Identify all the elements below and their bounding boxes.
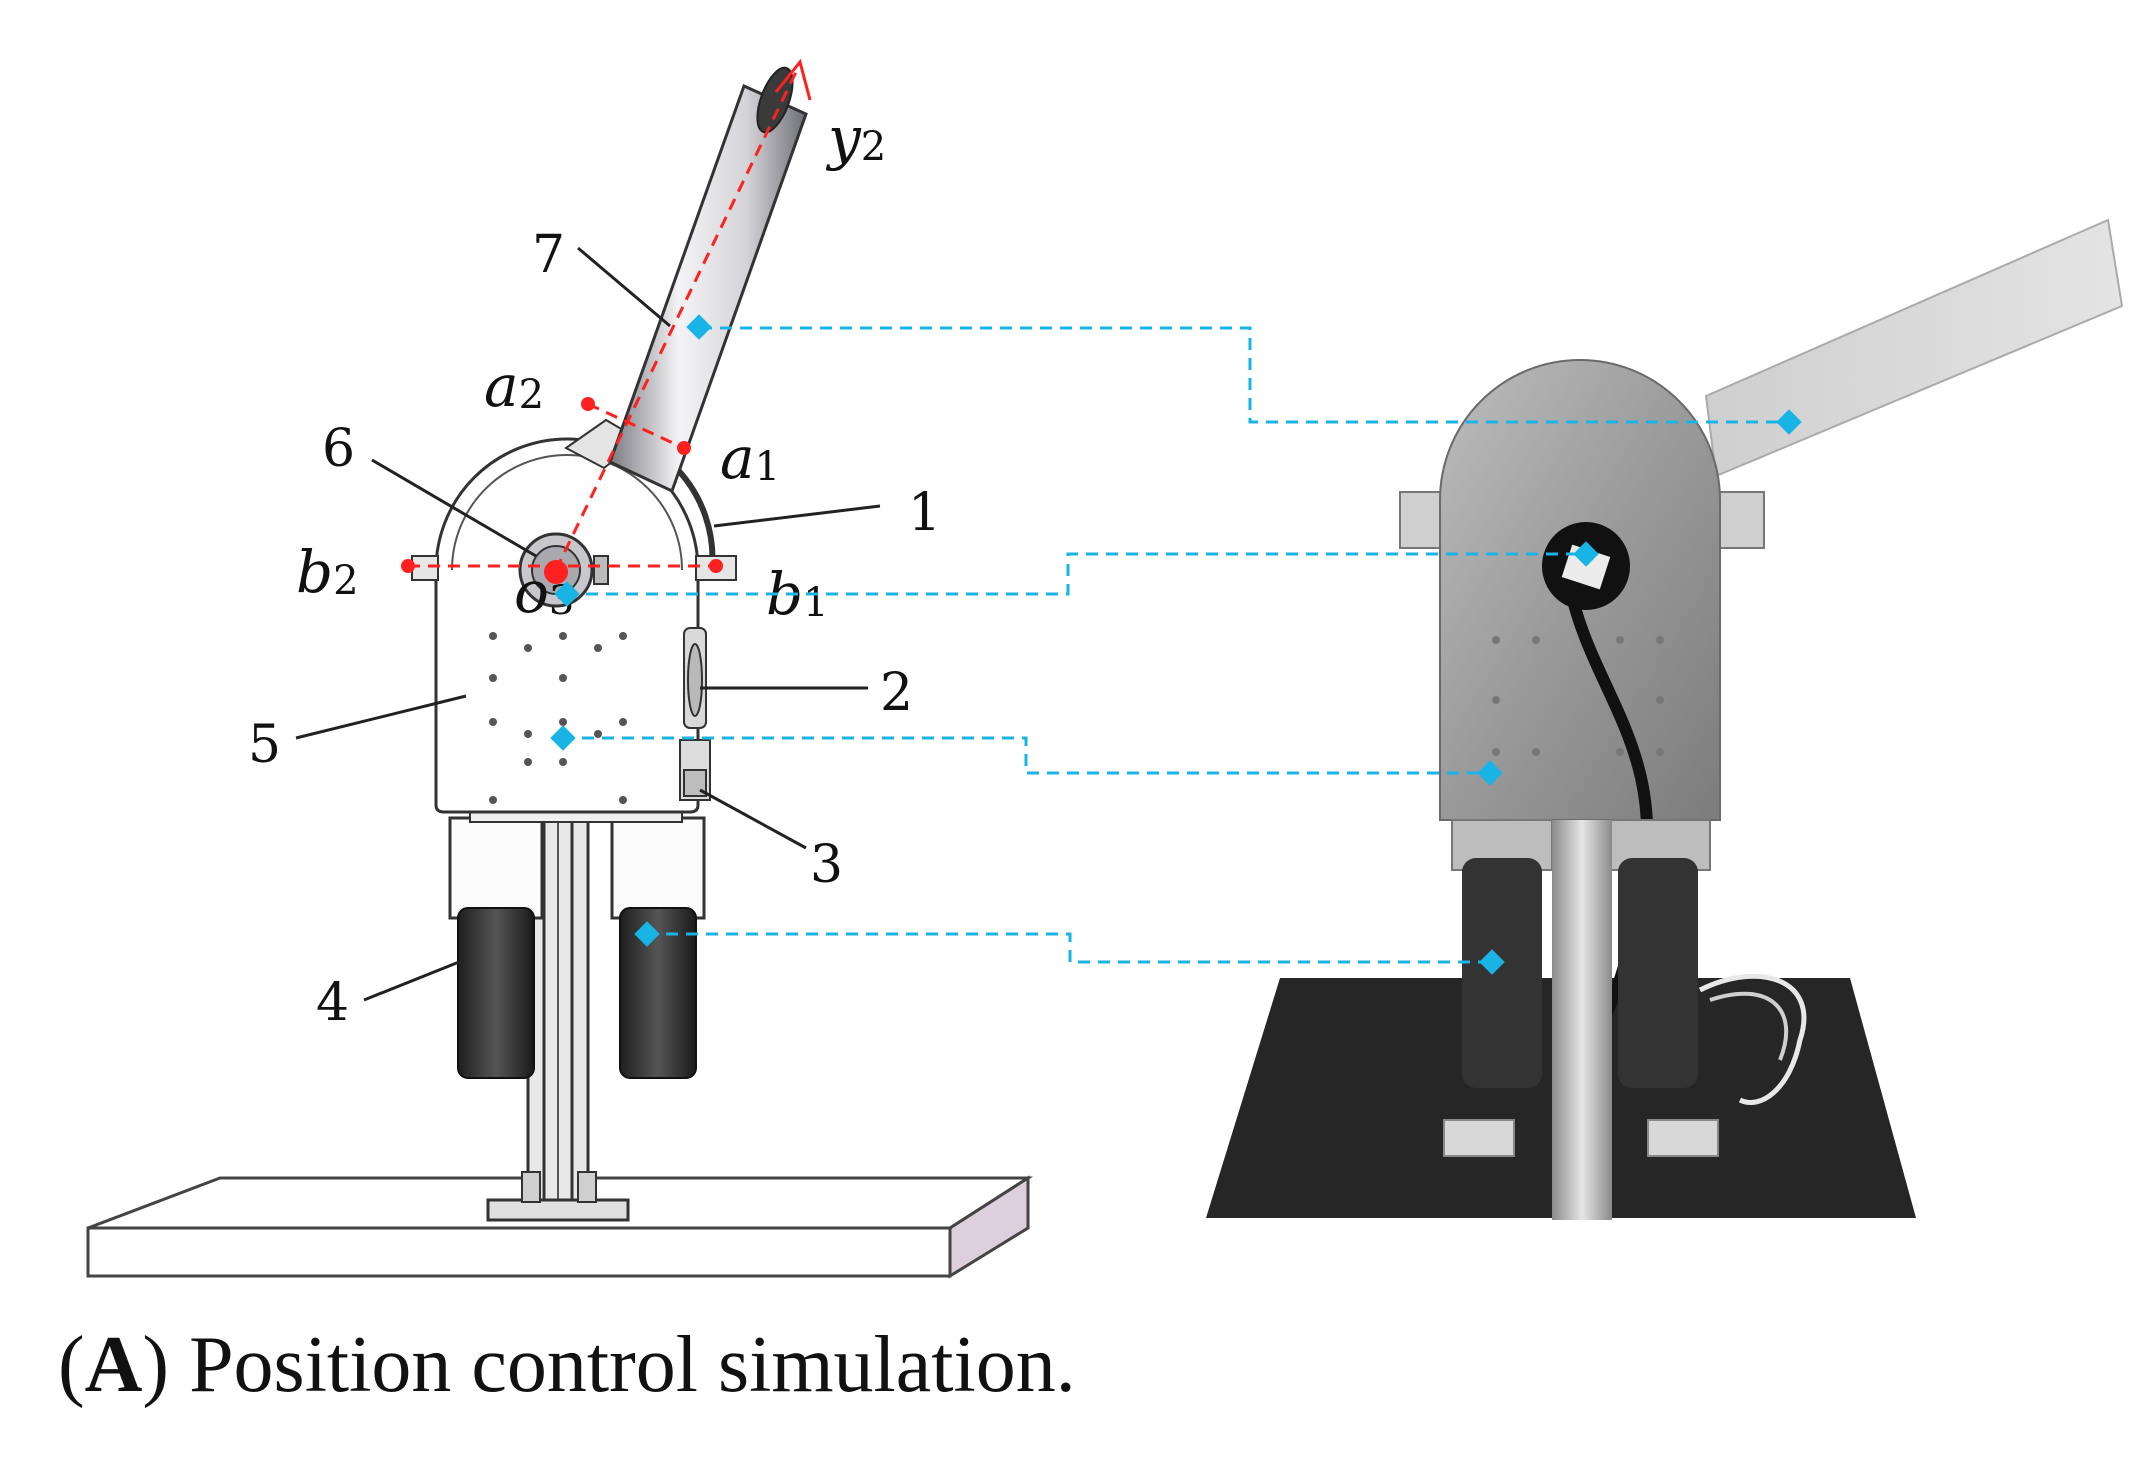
drive-cylinder-right: [619, 907, 697, 1079]
leader-lines: [295, 246, 881, 1002]
caption-text: Position control simulation.: [169, 1321, 1076, 1409]
part-label-7: 7: [532, 225, 565, 285]
photo-cylinder-left: [1462, 858, 1542, 1088]
point-b2: [401, 559, 415, 573]
part-label-5: 5: [248, 715, 281, 775]
point-b1: [709, 559, 723, 573]
rod-arm: [608, 66, 808, 494]
reference-points: [401, 397, 723, 584]
label-y2: y2: [825, 104, 886, 172]
photo-column: [1552, 820, 1612, 1220]
reference-axes: [408, 71, 798, 571]
point-o3: [544, 560, 568, 584]
connector-lines: [562, 326, 1788, 964]
label-b2: b2: [296, 538, 359, 606]
label-a2: a2: [484, 352, 544, 420]
y2-arrow-head: [774, 58, 812, 101]
photo-arm: [1704, 218, 2124, 478]
caption-letter: A: [84, 1321, 143, 1409]
part-label-4: 4: [316, 973, 349, 1033]
symbol-labels: y2 a2 a1 b2 b1 o3: [296, 104, 886, 628]
mounting-holes: [489, 632, 627, 804]
connector-joint: [566, 552, 1586, 596]
figure-caption: (A) Position control simulation.: [58, 1321, 1076, 1409]
prototype-photo: [1206, 218, 2124, 1220]
connector-cylinder: [646, 932, 1492, 964]
y2-axis-line: [554, 71, 798, 571]
label-a1: a1: [720, 424, 780, 492]
connector-body: [562, 736, 1490, 775]
actuator-housing-right: [610, 816, 706, 920]
drive-cylinder-left: [457, 907, 535, 1079]
support-column: [486, 818, 630, 1222]
part-label-1: 1: [908, 483, 941, 543]
main-body: [411, 437, 737, 814]
part-label-3: 3: [810, 835, 843, 895]
point-a2: [581, 397, 595, 411]
part-labels: 7 6 1 2 5 3 4: [248, 225, 941, 1033]
part-label-6: 6: [322, 419, 355, 479]
actuator-housing-left: [448, 816, 544, 920]
point-a1: [677, 441, 691, 455]
cad-drawing: [86, 66, 1034, 1279]
a-axis-line: [587, 402, 685, 450]
part-label-2: 2: [880, 663, 913, 723]
photo-cylinder-right: [1618, 858, 1698, 1088]
